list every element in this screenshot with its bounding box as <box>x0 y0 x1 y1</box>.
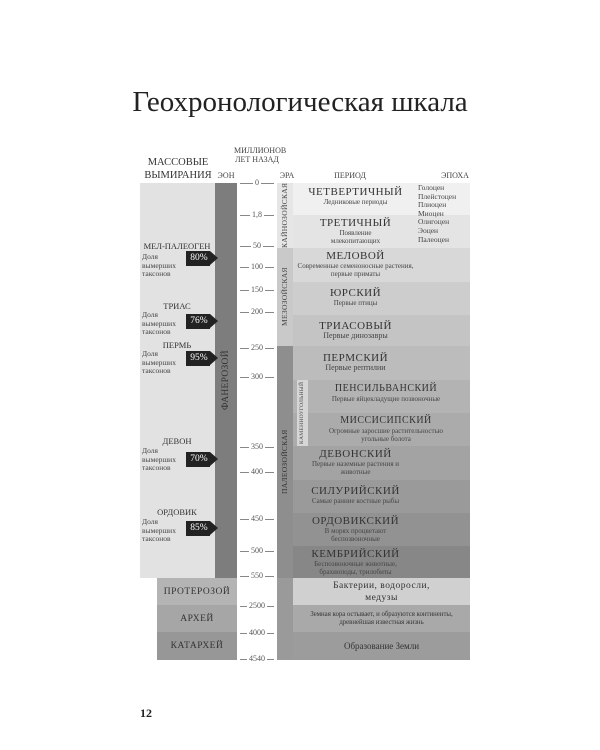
era-cenozoic-label: КАЙНОЗОЙСКАЯ <box>280 182 289 248</box>
era-mesozoic <box>277 248 293 346</box>
extinction-badge: 95% <box>186 351 218 366</box>
header-epoch: ЭПОХА <box>441 171 469 180</box>
eon-archean: АРХЕЙ <box>157 605 237 632</box>
extinction-badge: 76% <box>186 314 218 329</box>
extinction-name: ДЕВОН <box>162 436 192 446</box>
header-era: ЭРА <box>279 171 295 180</box>
carboniferous-band <box>297 380 308 446</box>
precambrian-desc: Образование Земли <box>277 632 470 660</box>
page-title: Геохронологическая шкала <box>132 86 468 118</box>
precambrian-desc: Земная кора остывает, и образуются конти… <box>277 605 470 632</box>
era-cenozoic <box>277 183 293 248</box>
precambrian-desc: Бактерии, водоросли, медузы <box>277 578 470 605</box>
eon-proterozoic: ПРОТЕРОЗОЙ <box>157 578 237 605</box>
header-eon: ЭОН <box>217 171 235 180</box>
eon-phanerozoic <box>215 183 237 578</box>
extinction-sub: Доля вымерших таксонов <box>142 252 176 278</box>
page-number: 12 <box>140 706 152 720</box>
extinctions-panel <box>140 183 215 578</box>
extinction-badge: 70% <box>186 452 218 467</box>
header-period: ПЕРИОД <box>334 171 366 180</box>
eon-label: ФАНЕРОЗОЙ <box>221 350 231 410</box>
extinction-sub: Доля вымерших таксонов <box>142 349 176 375</box>
extinction-badge: 85% <box>186 521 218 536</box>
eon-hadean: КАТАРХЕЙ <box>157 632 237 660</box>
extinction-name: МЕЛ-ПАЛЕОГЕН <box>143 241 211 251</box>
extinction-sub: Доля вымерших таксонов <box>142 517 176 543</box>
era-paleozoic <box>277 346 293 578</box>
extinction-badge: 80% <box>186 251 218 266</box>
header-extinctions: МАССОВЫЕ ВЫМИРАНИЯ <box>144 157 212 181</box>
carboniferous-label: КАМЕННОУГОЛЬНЫЙ <box>299 381 305 445</box>
era-paleozoic-label: ПАЛЕОЗОЙСКАЯ <box>280 429 289 495</box>
extinction-name: ПЕРМЬ <box>162 340 192 350</box>
header-mya: МИЛЛИОНОВ ЛЕТ НАЗАД <box>234 146 287 164</box>
extinction-sub: Доля вымерших таксонов <box>142 446 176 472</box>
extinction-sub: Доля вымерших таксонов <box>142 310 176 336</box>
extinction-name: ТРИАС <box>163 301 191 311</box>
extinction-name: ОРДОВИК <box>157 507 197 517</box>
era-mesozoic-label: МЕЗОЗОЙСКАЯ <box>280 267 289 327</box>
